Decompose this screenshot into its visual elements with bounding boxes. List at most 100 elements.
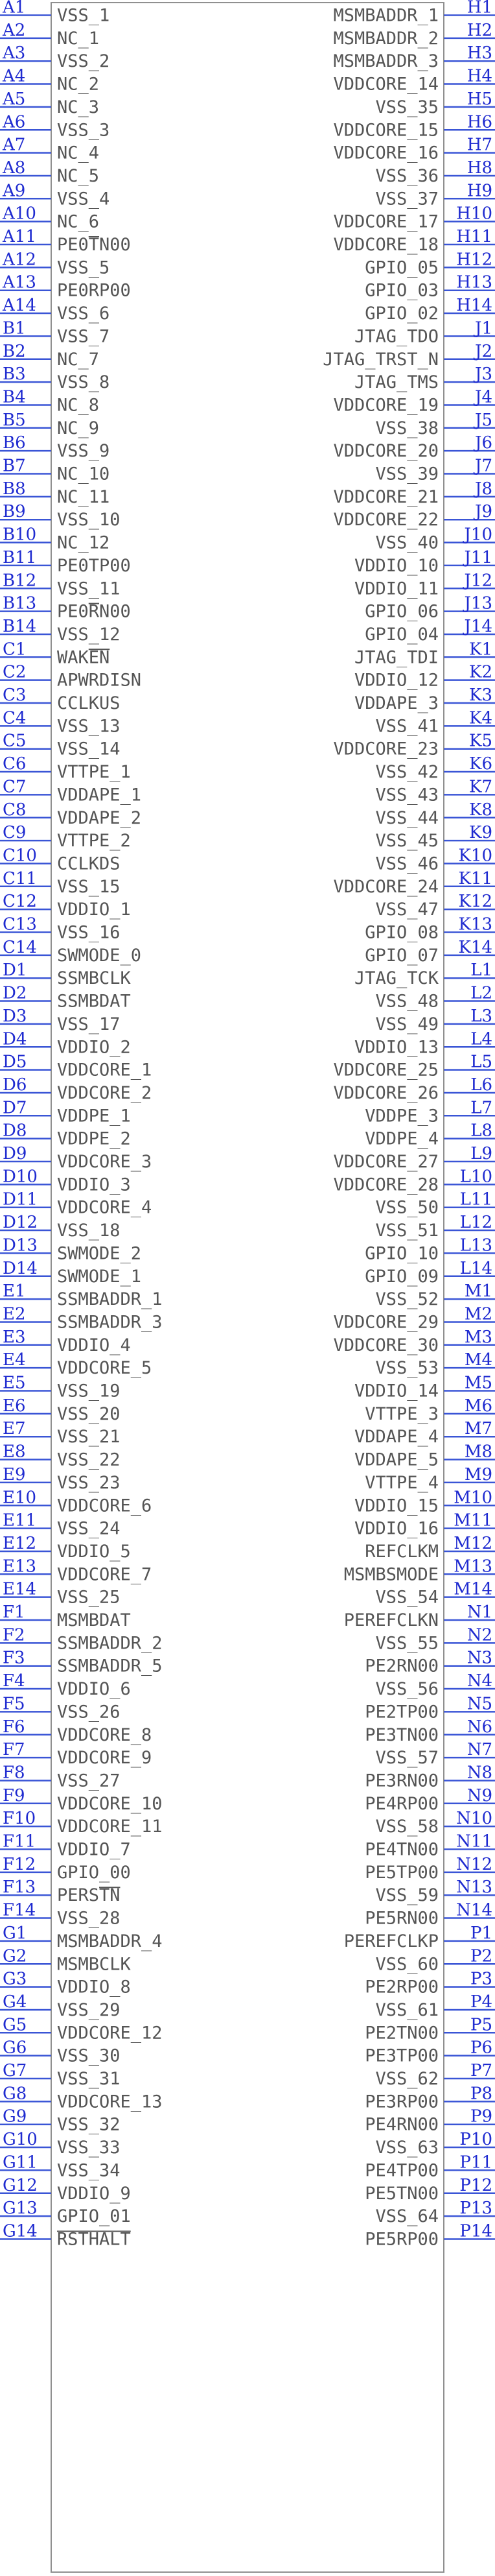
pin-name: NC_1 (57, 29, 99, 49)
pin-name: NC_9 (57, 418, 99, 438)
pin-number: D12 (3, 1213, 38, 1232)
pin-number: M6 (465, 1396, 492, 1416)
pin-name: VDDCORE_26 (333, 1083, 439, 1103)
pin-number: B2 (3, 342, 26, 361)
pin-name: VDDCORE_20 (333, 441, 439, 461)
pin-name: VDDCORE_8 (57, 1725, 152, 1745)
pin-name: GPIO_01 (57, 2206, 131, 2226)
pin-n2: N2 VSS_55 (375, 1625, 495, 1653)
pin-name: PE2TN00 (365, 2023, 439, 2043)
pin-name: NC_3 (57, 97, 99, 117)
pin-number: B8 (3, 479, 26, 499)
pin-number: D2 (3, 984, 27, 1003)
pin-number: A4 (2, 67, 25, 86)
pin-number: J4 (473, 387, 492, 407)
pin-name: MSMBDAT (57, 1610, 131, 1630)
pin-name: JTAG_TMS (354, 372, 439, 392)
pin-number: K14 (458, 938, 492, 957)
pin-name: VDDCORE_28 (333, 1175, 439, 1195)
pin-name: VSS_53 (375, 1358, 439, 1378)
pin-number: P6 (470, 2038, 492, 2058)
pin-name: VSS_28 (57, 1909, 121, 1929)
pin-name: VSS_16 (57, 923, 121, 943)
pin-number: P3 (470, 1970, 492, 1989)
pin-number: J14 (462, 617, 492, 636)
pin-number: N7 (467, 1740, 492, 1759)
pin-number: M13 (454, 1556, 492, 1576)
pin-name: VSS_4 (57, 189, 109, 209)
pin-name: VSS_3 (57, 120, 109, 140)
pin-name: PE3RN00 (365, 1771, 439, 1791)
pin-number: K2 (469, 663, 492, 682)
pin-name: SWMODE_1 (57, 1267, 141, 1287)
pin-name: VSS_21 (57, 1427, 121, 1447)
pin-name: VSS_12 (57, 625, 121, 645)
pin-name: MSMBSMODE (344, 1564, 439, 1584)
pin-number: P11 (459, 2153, 492, 2172)
pin-name: VDDCORE_23 (333, 739, 439, 759)
pin-name: RSTHALT (57, 2229, 131, 2249)
pin-number: C7 (3, 777, 26, 796)
pin-number: F12 (3, 1855, 36, 1874)
pin-number: N2 (467, 1625, 492, 1645)
pin-number: F4 (3, 1671, 25, 1691)
pin-p11: P11 PE4TP00 (365, 2153, 495, 2180)
pin-name: VDDCORE_29 (333, 1312, 439, 1332)
pin-name: VSS_64 (375, 2206, 439, 2226)
pin-name: VDDIO_14 (354, 1381, 439, 1401)
pin-number: G9 (3, 2107, 27, 2127)
pin-number: M14 (454, 1580, 492, 1599)
pin-name: WAKEN (57, 647, 109, 667)
pin-name: VSS_55 (375, 1633, 439, 1653)
pin-number: G13 (3, 2199, 38, 2218)
pin-name: VSS_61 (375, 2000, 439, 2020)
pin-name: VSS_6 (57, 304, 109, 324)
pin-name: VSS_44 (375, 808, 439, 828)
pin-name: PE3TP00 (365, 2046, 439, 2066)
pin-name: VDDIO_4 (57, 1335, 131, 1355)
pin-number: A1 (2, 0, 25, 18)
pin-number: L5 (470, 1053, 492, 1072)
pin-number: N1 (467, 1603, 492, 1622)
pin-name: VDDIO_2 (57, 1037, 131, 1057)
pin-name: PE4TN00 (365, 1840, 439, 1860)
pin-number: H9 (467, 181, 492, 200)
pin-number: E10 (3, 1488, 36, 1507)
pin-name: PE4TP00 (365, 2160, 439, 2180)
pin-number: E14 (3, 1580, 36, 1599)
pin-name: GPIO_00 (57, 1863, 131, 1883)
pin-name: VDDCORE_16 (333, 143, 439, 163)
pin-number: H5 (467, 89, 492, 109)
